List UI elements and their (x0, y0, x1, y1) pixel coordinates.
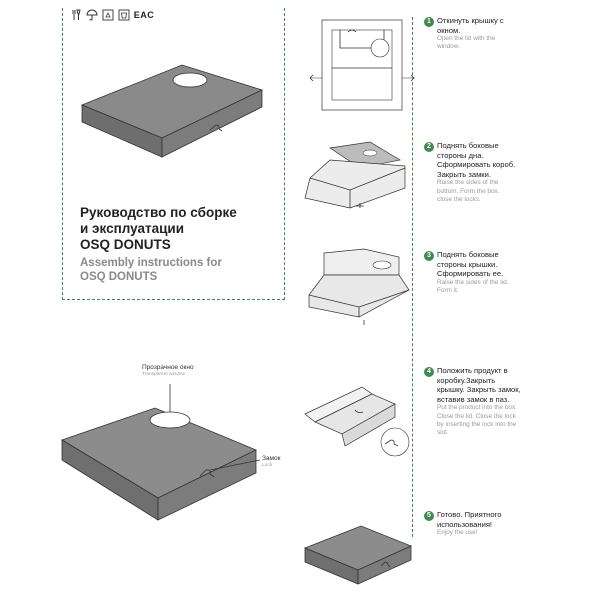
step-text-en: Put the product into the box. Close the … (437, 404, 517, 437)
lock-callout-ru: Замок (262, 455, 281, 462)
step1-flat-net-illustration (309, 19, 415, 111)
step-text-en: Raise the sides of the bottom. Form the … (437, 179, 500, 203)
step-2: 2 Поднять боковые стороны дна. Сформиров… (424, 141, 584, 204)
step-number: 2 (424, 142, 434, 152)
title-english: Assembly instructions for OSQ DONUTS (80, 256, 280, 284)
instructions-title-panel (62, 8, 285, 300)
title-ru-line: и эксплуатации (80, 221, 184, 236)
step-number: 4 (424, 367, 434, 377)
step3-form-lid-illustration (308, 248, 410, 325)
step-4: 4 Положить продукт в коробку.Закрыть кры… (424, 366, 584, 438)
step-text-en: Raise the sides of the lid. Form it. (437, 278, 509, 295)
steps-connector-line (412, 17, 413, 537)
title-ru-line: Руководство по сборке (80, 205, 237, 220)
title-en-line: Assembly instructions for (80, 257, 222, 269)
step-text-ru: Готово. Приятного использования! (437, 510, 502, 529)
certification-symbols: EAC (70, 9, 154, 21)
fork-glass-icon (70, 9, 82, 21)
box-overview-illustration (61, 384, 261, 521)
recycle-icon (102, 9, 114, 21)
step5-finished-box-illustration (303, 525, 413, 585)
step-text-en: Enjoy the use! (437, 529, 478, 537)
title-en-line: OSQ DONUTS (80, 271, 158, 283)
step-number: 5 (424, 511, 434, 521)
step-number: 1 (424, 17, 434, 27)
step-text-ru: Поднять боковые стороны крышки. Сформиро… (437, 250, 504, 279)
step2-form-box-illustration (304, 141, 406, 209)
umbrella-icon (86, 9, 98, 21)
step-1: 1 Откинуть крышку с окном. Open the lid … (424, 16, 584, 52)
title-russian: Руководство по сборке и эксплуатации OSQ… (80, 205, 280, 253)
title-ru-line: OSQ DONUTS (80, 237, 171, 252)
window-callout-en: Transparent window (142, 372, 186, 377)
step-number: 3 (424, 251, 434, 261)
panel-box-illustration (80, 64, 264, 158)
step-text-ru: Откинуть крышку с окном. (437, 16, 504, 35)
step4-close-box-illustration (304, 386, 410, 457)
step-text-ru: Положить продукт в коробку.Закрыть крышк… (437, 366, 521, 404)
step-3: 3 Поднять боковые стороны крышки. Сформи… (424, 250, 584, 295)
window-callout-ru: Прозрачное окно (142, 364, 194, 371)
lock-callout-en: Lock (262, 463, 273, 468)
step-text-en: Open the lid with the window. (437, 35, 496, 51)
trash-bin-icon (118, 9, 130, 21)
step-text-ru: Поднять боковые стороны дна. Сформироват… (437, 141, 516, 179)
step-5: 5 Готово. Приятного использования! Enjoy… (424, 510, 584, 537)
eac-mark: EAC (133, 10, 155, 20)
